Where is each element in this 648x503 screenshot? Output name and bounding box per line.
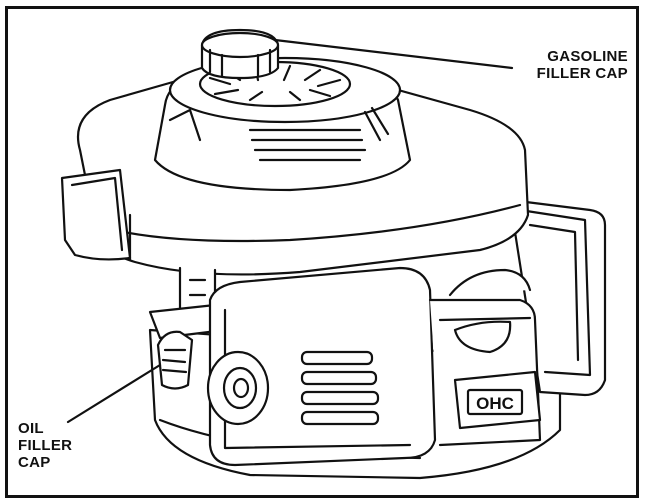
oil-label-line-3: CAP (18, 454, 51, 471)
shroud-front-panel (60, 168, 132, 261)
ohc-badge (453, 370, 542, 430)
oil-cap-leader-line (66, 363, 162, 424)
air-cleaner-port (206, 350, 270, 426)
ohc-badge-text: OHC (476, 394, 514, 413)
gasoline-label-line-1: GASOLINE (547, 48, 628, 65)
oil-label-line-1: OIL (18, 420, 44, 437)
gasoline-filler-cap-label: GASOLINE FILLER CAP (537, 48, 628, 82)
gasoline-label-line-2: FILLER CAP (536, 65, 628, 82)
oil-filler-cap-label: OIL FILLER CAP (18, 420, 72, 471)
oil-label-line-2: FILLER (18, 437, 73, 454)
gasoline-cap-leader-line (273, 38, 514, 70)
air-cleaner-slots (300, 350, 380, 426)
oil-filler-cap (156, 330, 194, 390)
recoil-starter-housing (153, 56, 412, 192)
gasoline-filler-cap (200, 28, 280, 80)
